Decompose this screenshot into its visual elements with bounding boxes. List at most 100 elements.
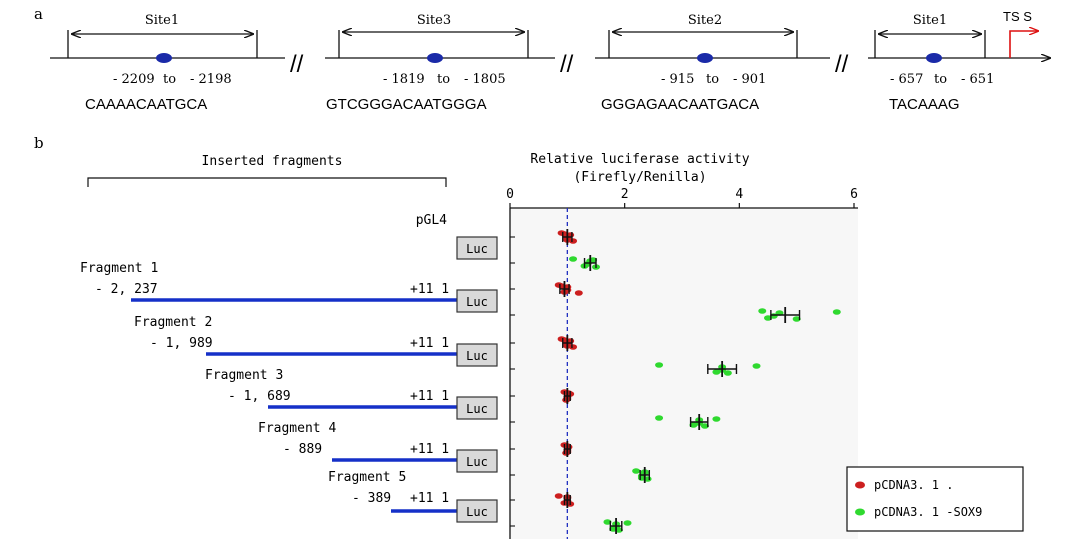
construct-fragment-4: Fragment 4 - 889 +11 1 Luc <box>258 421 498 473</box>
data-point <box>569 256 578 262</box>
data-point <box>623 520 632 526</box>
fragment-end: +11 1 <box>410 389 449 404</box>
luc-box <box>456 343 498 367</box>
binding-site-marker <box>427 53 443 63</box>
data-point <box>723 370 732 376</box>
luc-box <box>456 449 498 473</box>
tss-arrow: TS S <box>1003 9 1038 58</box>
luc-box <box>456 289 498 313</box>
data-point <box>758 308 767 314</box>
luc-label: Luc <box>466 242 488 256</box>
luc-label: Luc <box>466 455 488 469</box>
chart-subtitle: (Firefly/Renilla) <box>573 170 706 185</box>
data-point <box>712 416 721 422</box>
site-sequence: TACAAAG <box>889 96 960 113</box>
data-point <box>832 309 841 315</box>
fragment-start: - 1, 689 <box>228 389 291 404</box>
luc-box <box>456 236 498 260</box>
row-tick-group <box>510 236 515 527</box>
range-start: - 915 <box>661 72 694 87</box>
range-to: to <box>934 72 947 87</box>
legend-box <box>846 466 1024 532</box>
luc-label: Luc <box>466 402 488 416</box>
site-group-2: Site3 - 1819 to - 1805 GTCGGGACAATGGGA <box>326 13 529 113</box>
binding-site-marker <box>697 53 713 63</box>
site-label: Site1 <box>913 13 947 28</box>
range-end: - 1805 <box>464 72 506 87</box>
data-points-layer <box>554 229 841 534</box>
fragment-name: Fragment 5 <box>328 470 406 485</box>
data-point <box>554 493 563 499</box>
construct-pgl4: Luc <box>456 236 498 260</box>
construct-fragment-3: Fragment 3 - 1, 689 +11 1 Luc <box>205 368 498 420</box>
data-point <box>569 344 578 350</box>
x-tick-label: 2 <box>621 187 629 202</box>
construct-fragment-5: Fragment 5 - 389 +11 1 Luc <box>328 470 498 523</box>
tss-label: TS S <box>1003 9 1032 24</box>
site-label: Site3 <box>417 13 451 28</box>
fragment-name: Fragment 2 <box>134 315 212 330</box>
range-to: to <box>163 72 176 87</box>
range-to: to <box>706 72 719 87</box>
luc-box <box>456 396 498 420</box>
fragment-start: - 2, 237 <box>95 282 158 297</box>
fragment-start: - 1, 989 <box>150 336 213 351</box>
legend-swatch-sox9 <box>855 508 865 516</box>
pgl4-label: pGL4 <box>416 213 447 228</box>
construct-fragment-1: Fragment 1 - 2, 237 +11 1 Luc <box>80 261 498 313</box>
panel-b-label: b <box>34 134 44 152</box>
luc-label: Luc <box>466 349 488 363</box>
data-point <box>700 423 709 429</box>
panel-a-label: a <box>34 5 43 23</box>
construct-fragment-2: Fragment 2 - 1, 989 +11 1 Luc <box>134 315 498 367</box>
data-point <box>569 238 578 244</box>
data-point <box>655 415 664 421</box>
chart-title: Relative luciferase activity <box>530 152 749 167</box>
chart-plot-area <box>510 208 858 539</box>
data-point <box>632 468 641 474</box>
legend-swatch-control <box>855 481 865 489</box>
data-point <box>792 316 801 322</box>
range-start: - 1819 <box>383 72 425 87</box>
range-end: - 2198 <box>190 72 232 87</box>
legend-label-control: pCDNA3. 1 . <box>874 478 953 492</box>
site-group-3: Site2 - 915 to - 901 GGGAGAACAATGACA <box>601 13 798 113</box>
binding-site-marker <box>156 53 172 63</box>
fragment-end: +11 1 <box>410 336 449 351</box>
site-sequence: CAAAACAATGCA <box>85 96 207 113</box>
data-point <box>574 290 583 296</box>
range-start: - 657 <box>890 72 923 87</box>
fragment-start: - 889 <box>283 442 322 457</box>
fragment-name: Fragment 4 <box>258 421 336 436</box>
site-sequence: GTCGGGACAATGGGA <box>326 96 487 113</box>
fragment-end: +11 1 <box>410 282 449 297</box>
site-group-1: Site1 - 2209 to - 2198 CAAAACAATGCA <box>67 13 258 113</box>
site-label: Site2 <box>688 13 722 28</box>
data-point <box>655 362 664 368</box>
axis-break-1: // <box>290 51 304 78</box>
legend: pCDNA3. 1 . pCDNA3. 1 -SOX9 <box>846 466 1024 532</box>
luc-label: Luc <box>466 295 488 309</box>
data-point <box>603 519 612 525</box>
axis-break-2: // <box>560 51 574 78</box>
range-to: to <box>437 72 450 87</box>
x-tick-label: 6 <box>850 187 858 202</box>
site-sequence: GGGAGAACAATGACA <box>601 96 759 113</box>
x-tick-group: 0 2 4 6 <box>506 187 858 208</box>
fragment-start: - 389 <box>352 491 391 506</box>
x-tick-label: 0 <box>506 187 514 202</box>
site-group-4: Site1 - 657 to - 651 TACAAAG <box>874 13 994 113</box>
luc-box <box>456 499 498 523</box>
site-label: Site1 <box>145 13 179 28</box>
fragment-end: +11 1 <box>410 442 449 457</box>
range-end: - 901 <box>733 72 766 87</box>
fragment-end: +11 1 <box>410 491 449 506</box>
axis-break-3: // <box>835 51 849 78</box>
x-tick-label: 4 <box>735 187 743 202</box>
luc-label: Luc <box>466 505 488 519</box>
range-end: - 651 <box>961 72 994 87</box>
fragment-name: Fragment 1 <box>80 261 158 276</box>
binding-site-marker <box>926 53 942 63</box>
legend-label-sox9: pCDNA3. 1 -SOX9 <box>874 505 982 519</box>
